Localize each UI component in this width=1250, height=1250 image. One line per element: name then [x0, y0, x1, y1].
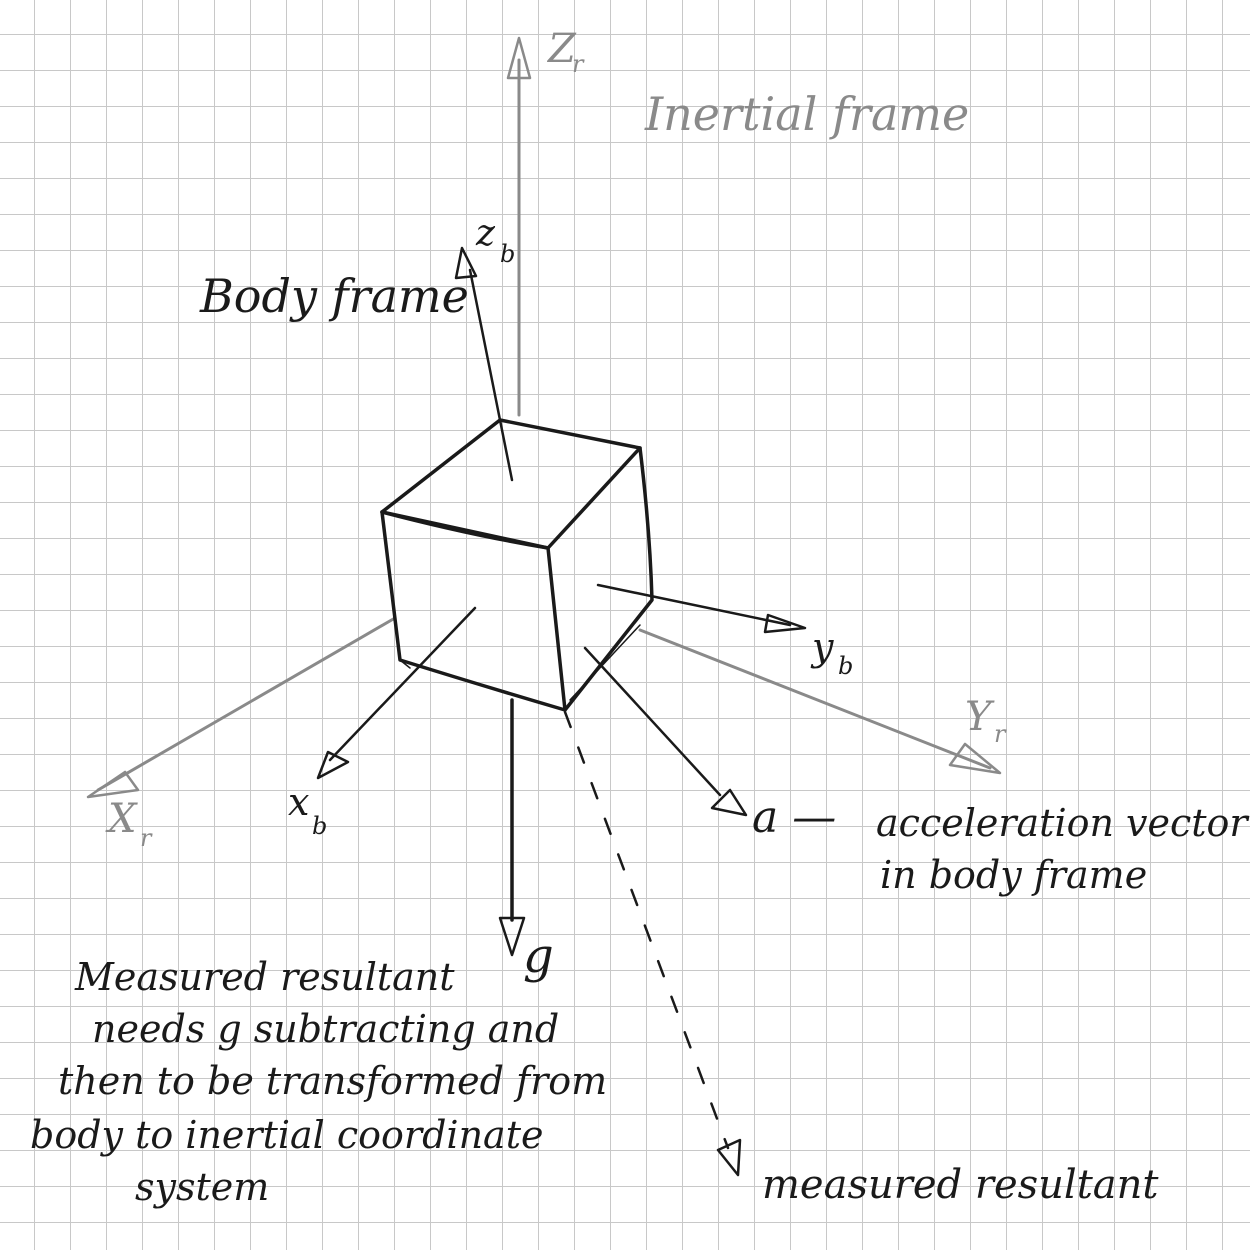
body-x-subscript: b — [312, 812, 327, 840]
inertial-frame-label: Inertial frame — [644, 87, 969, 141]
body-y-subscript: b — [838, 652, 853, 680]
note-line: system — [135, 1165, 269, 1209]
inertial-z-axis — [506, 36, 532, 417]
note-line: then to be transformed from — [58, 1059, 607, 1103]
body-z-axis — [454, 246, 514, 482]
body-z-subscript: b — [500, 240, 515, 268]
note-line: needs g subtracting and — [92, 1007, 559, 1051]
note-line: Measured resultant — [74, 955, 455, 999]
body-x-label: x — [288, 780, 309, 824]
body-x-axis — [316, 606, 477, 780]
acceleration-label: a — — [752, 792, 836, 843]
inertial-y-axis — [638, 628, 1002, 775]
measured-resultant-vector — [563, 710, 742, 1177]
acceleration-vector — [583, 646, 748, 817]
body-frame-label: Body frame — [199, 269, 469, 323]
inertial-x-subscript: r — [140, 824, 153, 852]
gravity-vector — [498, 698, 526, 957]
body-z-label: z — [475, 213, 496, 254]
inertial-y-subscript: r — [994, 720, 1007, 748]
acceleration-description-line-1: acceleration vector — [876, 801, 1250, 845]
body-y-label: y — [810, 625, 834, 669]
note-line: body to inertial coordinate — [30, 1113, 543, 1157]
cube-body — [380, 418, 654, 712]
inertial-z-subscript: r — [572, 50, 585, 78]
inertial-x-axis — [86, 616, 397, 799]
inertial-z-label: Z — [546, 26, 577, 72]
acceleration-description-line-2: in body frame — [880, 853, 1147, 897]
inertial-x-label: X — [105, 796, 138, 842]
body-y-axis — [596, 583, 807, 634]
note-block: Measured resultant needs g subtracting a… — [30, 955, 607, 1209]
gravity-label: g — [523, 928, 554, 984]
inertial-y-label: Y — [965, 694, 995, 740]
measured-resultant-label: measured resultant — [762, 1162, 1159, 1208]
